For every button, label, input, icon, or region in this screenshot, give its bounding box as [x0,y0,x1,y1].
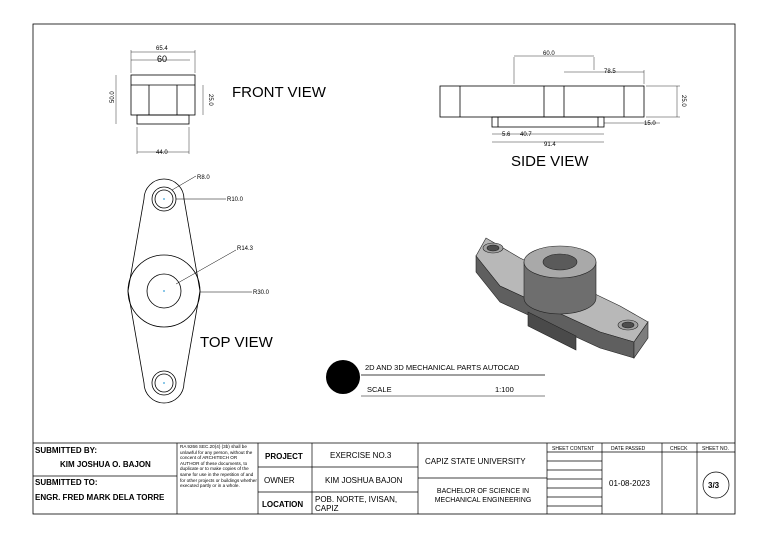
date-passed-value: 01-08-2023 [609,479,650,488]
date-passed-label: DATE PASSED [611,446,646,452]
program-name: BACHELOR OF SCIENCE IN MECHANICAL ENGINE… [434,488,532,504]
project-label: PROJECT [265,452,303,461]
submitted-to-label: SUBMITTED TO: [35,478,98,487]
top-view-label: TOP VIEW [200,334,274,351]
sheet-content-label: SHEET CONTENT [552,446,595,452]
title-marker-dot [326,360,360,394]
dim-side-total: 91.4 [544,142,556,148]
location-value: POB. NORTE, IVISAN, CAPIZ [315,495,398,513]
dim-front-top-inner: 60 [157,54,167,64]
dim-front-height: 50.0 [110,91,116,103]
location-label: LOCATION [262,500,304,509]
dim-front-bottom: 44.0 [156,150,168,156]
dim-side-mid: 78.5 [604,69,616,75]
main-title: 2D AND 3D MECHANICAL PARTS AUTOCAD [365,363,520,372]
dim-top-r14: R14.3 [237,246,254,252]
isometric-3d-model [475,237,649,359]
dim-top-r10: R10.0 [227,197,244,203]
university-name: CAPIZ STATE UNIVERSITY [425,457,526,466]
dim-side-a: 5.6 [502,132,511,138]
dim-side-height: 25.0 [680,95,686,107]
dim-top-r30: R30.0 [253,290,270,296]
sheet-no-value: 3/3 [708,481,720,490]
sheet-no-label: SHEET NO. [702,446,729,452]
owner-value: KIM JOSHUA BAJON [325,476,403,485]
dim-side-top: 60.0 [543,51,555,57]
top-view-centers [163,198,165,384]
submitted-to-name: ENGR. FRED MARK DELA TORRE [35,493,165,502]
scale-value: 1:100 [495,385,514,394]
title-block-grid [33,442,735,514]
project-value: EXERCISE NO.3 [330,451,392,460]
dim-front-right: 25.0 [207,94,213,106]
dim-front-top-outer: 65.4 [156,46,168,52]
check-label: CHECK [670,446,688,452]
submitted-by-name: KIM JOSHUA O. BAJON [60,460,151,469]
submitted-by-label: SUBMITTED BY: [35,446,98,455]
legal-note: RA 9266 SEC.20(4) (3b) shall be unlawful… [180,444,257,489]
dim-side-right: 15.0 [644,121,656,127]
front-view-label: FRONT VIEW [232,84,327,101]
top-view-drawing [127,175,252,404]
dim-top-r8: R8.0 [197,175,210,181]
dim-side-b: 40.7 [520,132,532,138]
side-view-label: SIDE VIEW [511,153,589,170]
sheet-border [32,23,736,515]
owner-label: OWNER [264,476,295,485]
front-view-drawing [115,50,204,154]
side-view-drawing [439,55,680,143]
scale-label: SCALE [367,385,392,394]
